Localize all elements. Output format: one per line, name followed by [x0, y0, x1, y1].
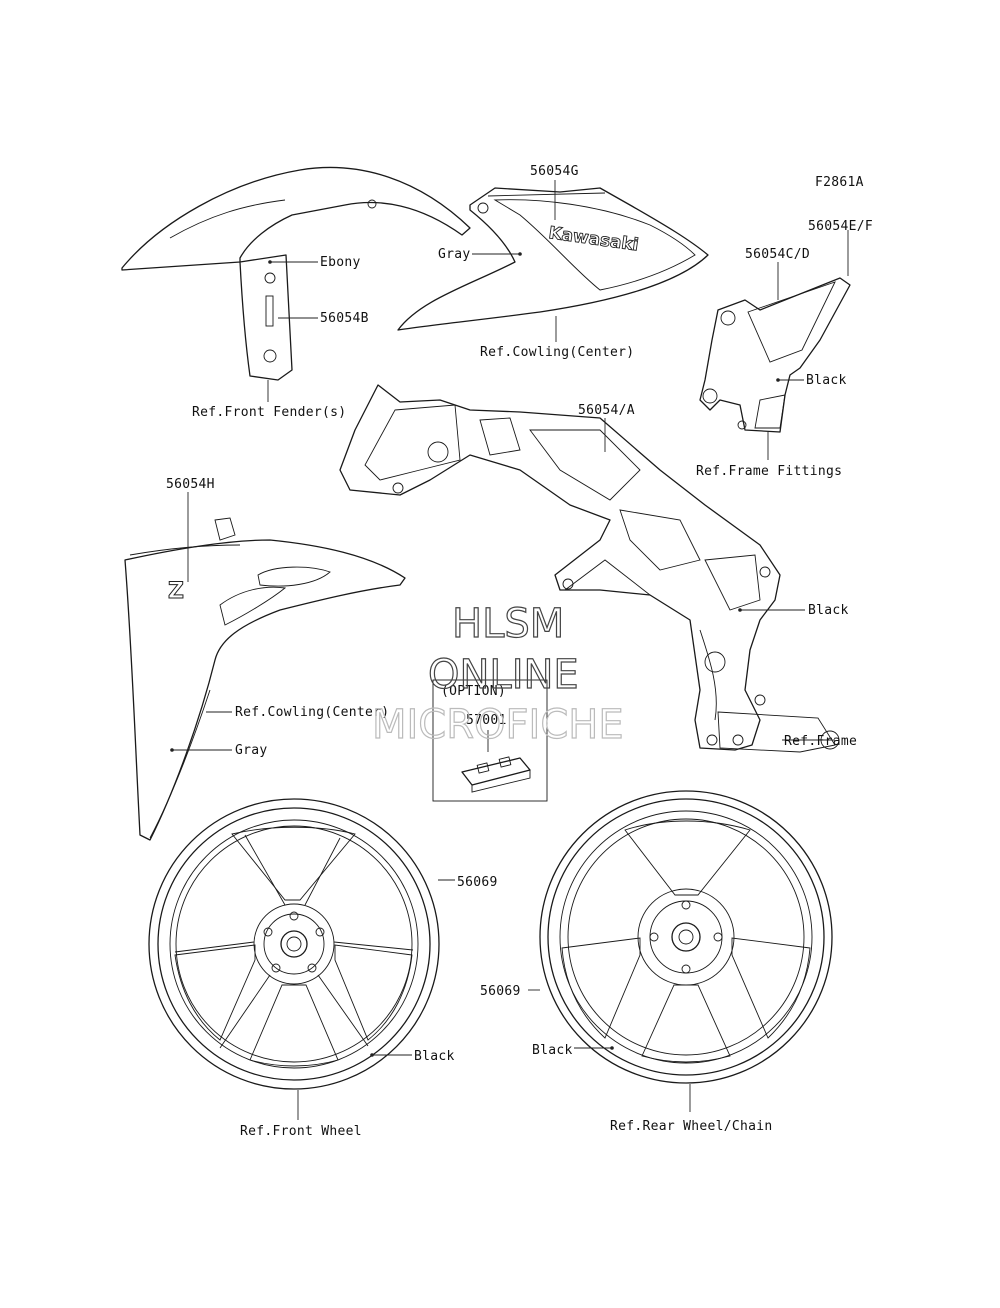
front-wheel-color-label: Black	[414, 1049, 455, 1064]
option-part-number: 57001	[466, 713, 507, 728]
top-cowling	[397, 187, 709, 331]
front-wheel-part-label: 56069	[457, 875, 498, 890]
watermark-line1: HLSM	[452, 601, 564, 647]
watermark-line2: ONLINE	[428, 652, 579, 698]
z-model-decal: Z	[168, 579, 184, 604]
cowling-ref-label: Ref.Cowling(Center)	[480, 345, 634, 360]
side-cowl-part-label: 56054H	[166, 477, 215, 492]
option-tool-part	[461, 756, 531, 793]
frame-color-label: Black	[808, 603, 849, 618]
cowling-color-label: Gray	[438, 247, 471, 262]
frame-fittings	[699, 277, 851, 433]
front-wheel-ref-label: Ref.Front Wheel	[240, 1124, 362, 1139]
rear-wheel-part-label: 56069	[480, 984, 521, 999]
rear-wheel-ref-label: Ref.Rear Wheel/Chain	[610, 1119, 773, 1134]
rear-wheel-color-label: Black	[532, 1043, 573, 1058]
main-frame	[339, 384, 840, 753]
fender-part-label: 56054B	[320, 311, 369, 326]
frame-ref-label: Ref.Frame	[784, 734, 857, 749]
fittings-color-label: Black	[806, 373, 847, 388]
watermark-line3: MICROFICHE	[372, 702, 624, 748]
option-box-title: (OPTION)	[441, 684, 506, 699]
side-cowl	[124, 517, 406, 841]
front-wheel	[148, 798, 440, 1090]
fittings-ref-label: Ref.Frame Fittings	[696, 464, 842, 479]
frame-part-label: 56054/A	[578, 403, 635, 418]
front-fender	[121, 166, 471, 381]
kawasaki-decal-text: Kawasaki	[547, 223, 639, 255]
cowling-part-label: 56054G	[530, 164, 579, 179]
fender-ref-label: Ref.Front Fender(s)	[192, 405, 346, 420]
fittings-part-ef-label: 56054E/F	[808, 219, 873, 234]
option-box	[432, 679, 548, 802]
fender-color-label: Ebony	[320, 255, 361, 270]
figure-code: F2861A	[815, 175, 864, 190]
side-cowl-color-label: Gray	[235, 743, 268, 758]
rear-wheel	[539, 790, 833, 1084]
fittings-part-cd-label: 56054C/D	[745, 247, 810, 262]
side-cowl-ref-label: Ref.Cowling(Center)	[235, 705, 389, 720]
